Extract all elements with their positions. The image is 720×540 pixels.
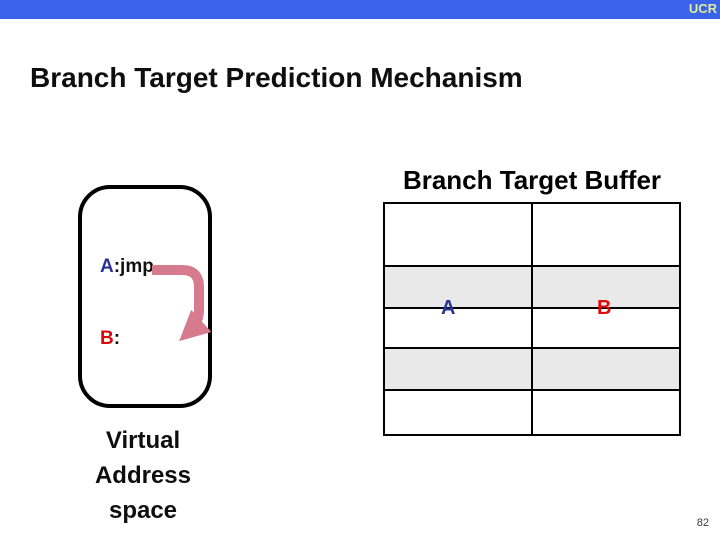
page-number: 82 xyxy=(696,517,709,529)
jmp-instruction: :jmp xyxy=(113,256,154,277)
btb-cell xyxy=(385,204,533,265)
code-line-a: A:jmp xyxy=(100,256,154,278)
btb-cell xyxy=(385,267,533,307)
btb-cell xyxy=(533,204,679,265)
top-bar: UCR xyxy=(0,0,720,19)
btb-entry-tag: A xyxy=(441,297,456,319)
caption-line-3: space xyxy=(108,497,178,524)
btb-cell xyxy=(385,349,533,389)
label-b-colon: : xyxy=(113,328,121,349)
btb-table xyxy=(383,202,681,436)
btb-row xyxy=(385,267,679,309)
btb-cell xyxy=(533,349,679,389)
virtual-address-space-caption: Virtual Address space xyxy=(43,423,243,528)
btb-row xyxy=(385,309,679,349)
jump-arrow-icon xyxy=(152,265,212,342)
caption-line-1: Virtual xyxy=(105,427,181,454)
code-line-b: B: xyxy=(100,328,120,350)
btb-row xyxy=(385,204,679,267)
branch-label-b: B xyxy=(100,328,114,349)
btb-row xyxy=(385,349,679,391)
caption-line-2: Address xyxy=(94,462,192,489)
btb-entry-target: B xyxy=(597,297,612,319)
virtual-address-space-box xyxy=(78,185,212,408)
btb-row xyxy=(385,391,679,434)
branch-label-a: A xyxy=(100,256,114,277)
ucr-logo: UCR xyxy=(688,1,717,16)
btb-cell xyxy=(385,309,533,347)
page-title: Branch Target Prediction Mechanism xyxy=(30,62,523,93)
btb-cell xyxy=(533,391,679,434)
btb-heading: Branch Target Buffer xyxy=(402,165,662,195)
btb-cell xyxy=(385,391,533,434)
